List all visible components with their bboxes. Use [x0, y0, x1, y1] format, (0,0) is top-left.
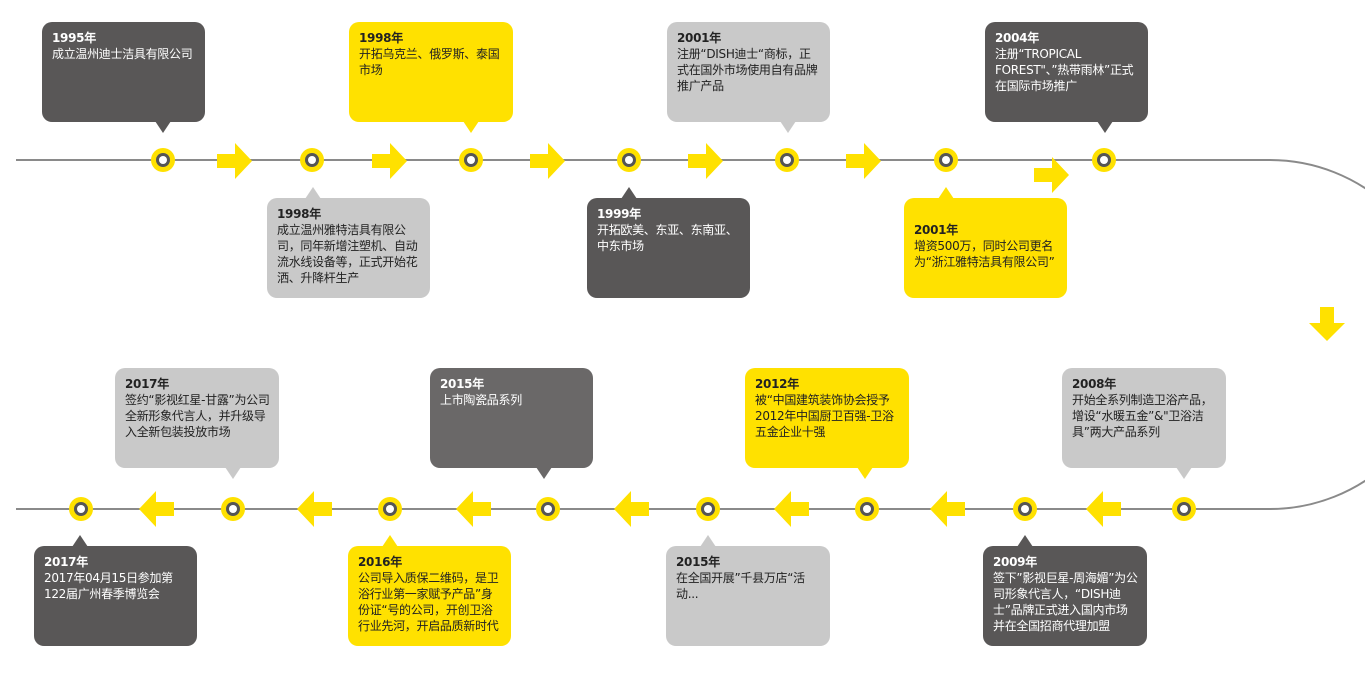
- arrow-left-icon: [456, 491, 491, 527]
- event-text: 注册“TROPICAL FOREST"、”热带雨林”正式在国际市场推广: [995, 47, 1134, 93]
- event-bubble: 2001年 增资500万，同时公司更名为“浙江雅特洁具有限公司”: [904, 187, 1067, 298]
- timeline-node: [775, 148, 799, 172]
- event-text: 成立温州迪士洁具有限公司: [52, 47, 193, 61]
- timeline-node: [696, 497, 720, 521]
- arrow-left-icon: [297, 491, 332, 527]
- event-bubble: 2012年 被“中国建筑装饰协会授予2012年中国厨卫百强-卫浴五金企业十强: [745, 368, 909, 479]
- timeline-node: [378, 497, 402, 521]
- event-text: 注册“DISH迪士“商标，正式在国外市场使用自有品牌推广产品: [677, 47, 818, 93]
- timeline-node: [536, 497, 560, 521]
- event-bubble: 2017年 签约“影视红星-甘露”为公司全新形象代言人，并升级导入全新包装投放市…: [115, 368, 279, 479]
- event-year: 2017年: [125, 377, 169, 391]
- arrow-right-icon: [217, 143, 252, 179]
- timeline-node: [934, 148, 958, 172]
- arrow-right-icon: [530, 143, 565, 179]
- event-text: 开拓欧美、东亚、东南亚、中东市场: [597, 223, 738, 253]
- event-text: 增资500万，同时公司更名为“浙江雅特洁具有限公司”: [914, 239, 1055, 269]
- event-year: 1998年: [359, 31, 403, 45]
- event-year: 2008年: [1072, 377, 1116, 391]
- arrow-left-icon: [930, 491, 965, 527]
- event-bubble: 2016年 公司导入质保二维码，是卫浴行业第一家赋予产品”身份证“号的公司，开创…: [348, 535, 511, 646]
- arrow-down-icon: [1309, 307, 1345, 341]
- event-text: 签约“影视红星-甘露”为公司全新形象代言人，并升级导入全新包装投放市场: [125, 393, 270, 439]
- timeline-node: [617, 148, 641, 172]
- arrow-left-icon: [139, 491, 174, 527]
- timeline-node: [1013, 497, 1037, 521]
- event-year: 2001年: [677, 31, 721, 45]
- event-bubble: 2015年 在全国开展”千县万店“活动...: [666, 535, 830, 646]
- event-year: 2009年: [993, 555, 1037, 569]
- timeline-node: [459, 148, 483, 172]
- event-year: 2012年: [755, 377, 799, 391]
- event-bubble: 1998年 开拓乌克兰、俄罗斯、泰国市场: [349, 22, 513, 133]
- event-year: 2004年: [995, 31, 1039, 45]
- event-text: 上市陶瓷品系列: [440, 393, 522, 407]
- event-bubble: 1995年 成立温州迪士洁具有限公司: [42, 22, 205, 133]
- event-year: 2015年: [676, 555, 720, 569]
- event-year: 2016年: [358, 555, 402, 569]
- event-text: 签下”影视巨星-周海媚”为公司形象代言人，“DISH迪士”品牌正式进入国内市场并…: [993, 571, 1138, 633]
- event-bubble: 2001年 注册“DISH迪士“商标，正式在国外市场使用自有品牌推广产品: [667, 22, 830, 133]
- timeline-node: [221, 497, 245, 521]
- timeline-node: [151, 148, 175, 172]
- arrow-right-icon: [372, 143, 407, 179]
- arrow-left-icon: [614, 491, 649, 527]
- event-text: 成立温州雅特洁具有限公司，同年新增注塑机、自动流水线设备等，正式开始花洒、升降杆…: [277, 223, 418, 285]
- event-bubble: 2017年 2017年04月15日参加第122届广州春季博览会: [34, 535, 197, 646]
- arrow-left-icon: [774, 491, 809, 527]
- event-text: 在全国开展”千县万店“活动...: [676, 571, 805, 601]
- event-year: 2017年: [44, 555, 88, 569]
- timeline-node: [1092, 148, 1116, 172]
- event-year: 2015年: [440, 377, 484, 391]
- event-bubble: 2008年 开始全系列制造卫浴产品，增设“水暖五金”&"卫浴洁具”两大产品系列: [1062, 368, 1226, 479]
- event-text: 2017年04月15日参加第122届广州春季博览会: [44, 571, 173, 601]
- event-text: 被“中国建筑装饰协会授予2012年中国厨卫百强-卫浴五金企业十强: [755, 393, 894, 439]
- event-text: 开拓乌克兰、俄罗斯、泰国市场: [359, 47, 500, 77]
- event-bubble: 2004年 注册“TROPICAL FOREST"、”热带雨林”正式在国际市场推…: [985, 22, 1148, 133]
- arrow-right-icon: [846, 143, 881, 179]
- event-year: 1995年: [52, 31, 96, 45]
- arrow-right-icon: [1034, 157, 1069, 193]
- event-year: 2001年: [914, 223, 958, 237]
- event-text: 公司导入质保二维码，是卫浴行业第一家赋予产品”身份证“号的公司，开创卫浴行业先河…: [358, 571, 499, 633]
- event-bubble: 1999年 开拓欧美、东亚、东南亚、中东市场: [587, 187, 750, 298]
- arrow-left-icon: [1086, 491, 1121, 527]
- event-bubble: 2015年 上市陶瓷品系列: [430, 368, 593, 479]
- timeline-node: [300, 148, 324, 172]
- timeline-node: [855, 497, 879, 521]
- timeline-node: [1172, 497, 1196, 521]
- timeline-node: [69, 497, 93, 521]
- event-bubble: 1998年 成立温州雅特洁具有限公司，同年新增注塑机、自动流水线设备等，正式开始…: [267, 187, 430, 298]
- event-year: 1998年: [277, 207, 321, 221]
- arrow-right-icon: [688, 143, 723, 179]
- event-text: 开始全系列制造卫浴产品，增设“水暖五金”&"卫浴洁具”两大产品系列: [1072, 393, 1213, 439]
- event-bubble: 2009年 签下”影视巨星-周海媚”为公司形象代言人，“DISH迪士”品牌正式进…: [983, 535, 1147, 646]
- event-year: 1999年: [597, 207, 641, 221]
